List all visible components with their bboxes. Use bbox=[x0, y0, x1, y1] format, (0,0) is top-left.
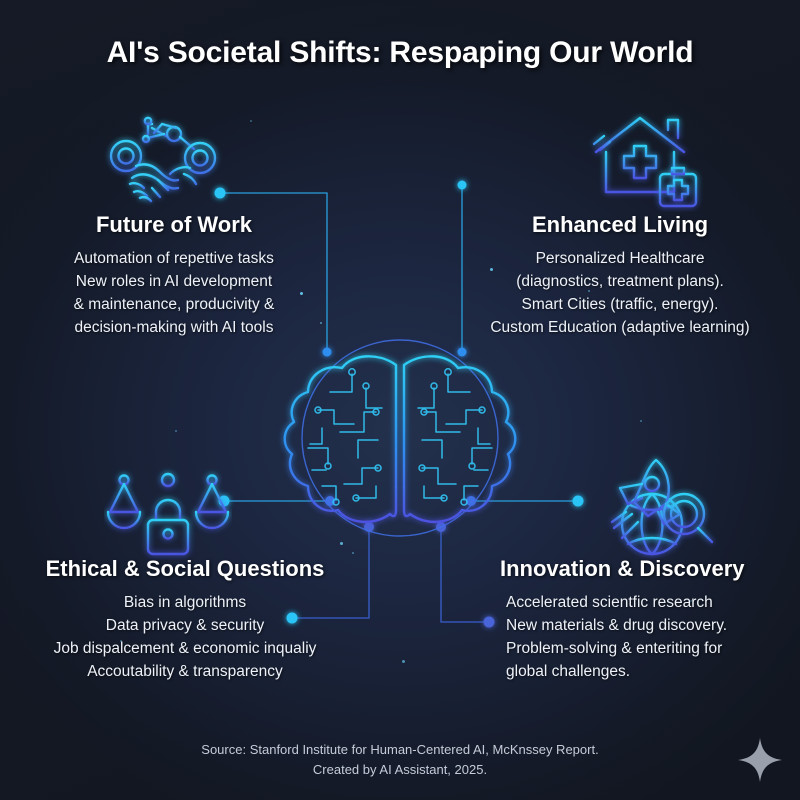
connector-top-right bbox=[457, 180, 467, 357]
rocket-globe-search-icon bbox=[610, 458, 714, 556]
connector-top-left bbox=[214, 187, 332, 357]
star-dot bbox=[175, 430, 177, 432]
scales-lock-icon bbox=[106, 456, 230, 556]
list-item: New roles in AI development bbox=[75, 273, 273, 290]
star-dot bbox=[640, 420, 642, 422]
star-dot bbox=[320, 322, 322, 324]
list-item: Bias in algorithms bbox=[123, 594, 247, 611]
list-item: Data privacy & security bbox=[105, 617, 265, 634]
quadrant-list: Personalized Healthcare (diagnostics, tr… bbox=[470, 247, 770, 339]
list-item: Problem-solving & enteriting for bbox=[506, 640, 723, 657]
sparkle-icon bbox=[738, 738, 782, 782]
list-item: decision-making with AI tools bbox=[74, 319, 274, 336]
list-item: Job dispalcement & economic inqualiy bbox=[53, 640, 317, 657]
star-dot bbox=[300, 292, 303, 295]
list-item: Smart Cities (traffic, energy). bbox=[521, 296, 719, 313]
page-title: AI's Societal Shifts: Respaping Our Worl… bbox=[106, 36, 694, 69]
star-dot bbox=[340, 542, 343, 545]
quadrant-heading: Ethical & Social Questions bbox=[45, 556, 325, 581]
star-dot bbox=[250, 120, 252, 122]
star-dot bbox=[402, 660, 405, 663]
quadrant-list: Bias in algorithms Data privacy & securi… bbox=[20, 591, 350, 683]
list-item: (diagnostics, treatment plans). bbox=[516, 273, 724, 290]
star-dot bbox=[690, 600, 692, 602]
list-item: global challenges. bbox=[506, 663, 631, 680]
star-dot bbox=[352, 552, 354, 554]
quadrant-heading: Innovation & Discovery bbox=[500, 556, 745, 581]
footer-credits: Source: Stanford Institute for Human-Cen… bbox=[0, 740, 800, 780]
quadrant-heading: Future of Work bbox=[95, 212, 253, 237]
quadrant-list: Automation of repettive tasks New roles … bbox=[24, 247, 324, 339]
connector-bottom-left bbox=[286, 522, 374, 624]
list-item: Automation of repettive tasks bbox=[74, 250, 274, 267]
smart-home-health-icon bbox=[590, 116, 698, 208]
quadrant-innovation-discovery: Innovation & Discovery Accelerated scien… bbox=[492, 556, 792, 683]
list-item: Personalized Healthcare bbox=[535, 250, 705, 267]
quadrant-future-of-work: Future of Work Automation of repettive t… bbox=[24, 212, 324, 339]
list-item: Custom Education (adaptive learning) bbox=[490, 319, 750, 336]
star-dot bbox=[588, 290, 590, 292]
star-dot bbox=[120, 640, 122, 642]
quadrant-heading: Enhanced Living bbox=[531, 212, 709, 237]
quadrant-ethical-social-questions: Ethical & Social Questions Bias in algor… bbox=[20, 556, 350, 683]
star-dot bbox=[490, 268, 493, 271]
robot-handshake-icon bbox=[109, 116, 217, 203]
list-item: New materials & drug discovery. bbox=[506, 617, 728, 634]
list-item: Accoutability & transparency bbox=[87, 663, 283, 680]
quadrant-enhanced-living: Enhanced Living Personalized Healthcare … bbox=[470, 212, 770, 339]
list-item: & maintenance, producivity & bbox=[73, 296, 275, 313]
footer-source: Source: Stanford Institute for Human-Cen… bbox=[201, 742, 599, 757]
footer-author: Created by AI Assistant, 2025. bbox=[312, 762, 488, 777]
list-item: Accelerated scientfic research bbox=[506, 594, 713, 611]
quadrant-list: Accelerated scientfic research New mater… bbox=[492, 591, 792, 683]
